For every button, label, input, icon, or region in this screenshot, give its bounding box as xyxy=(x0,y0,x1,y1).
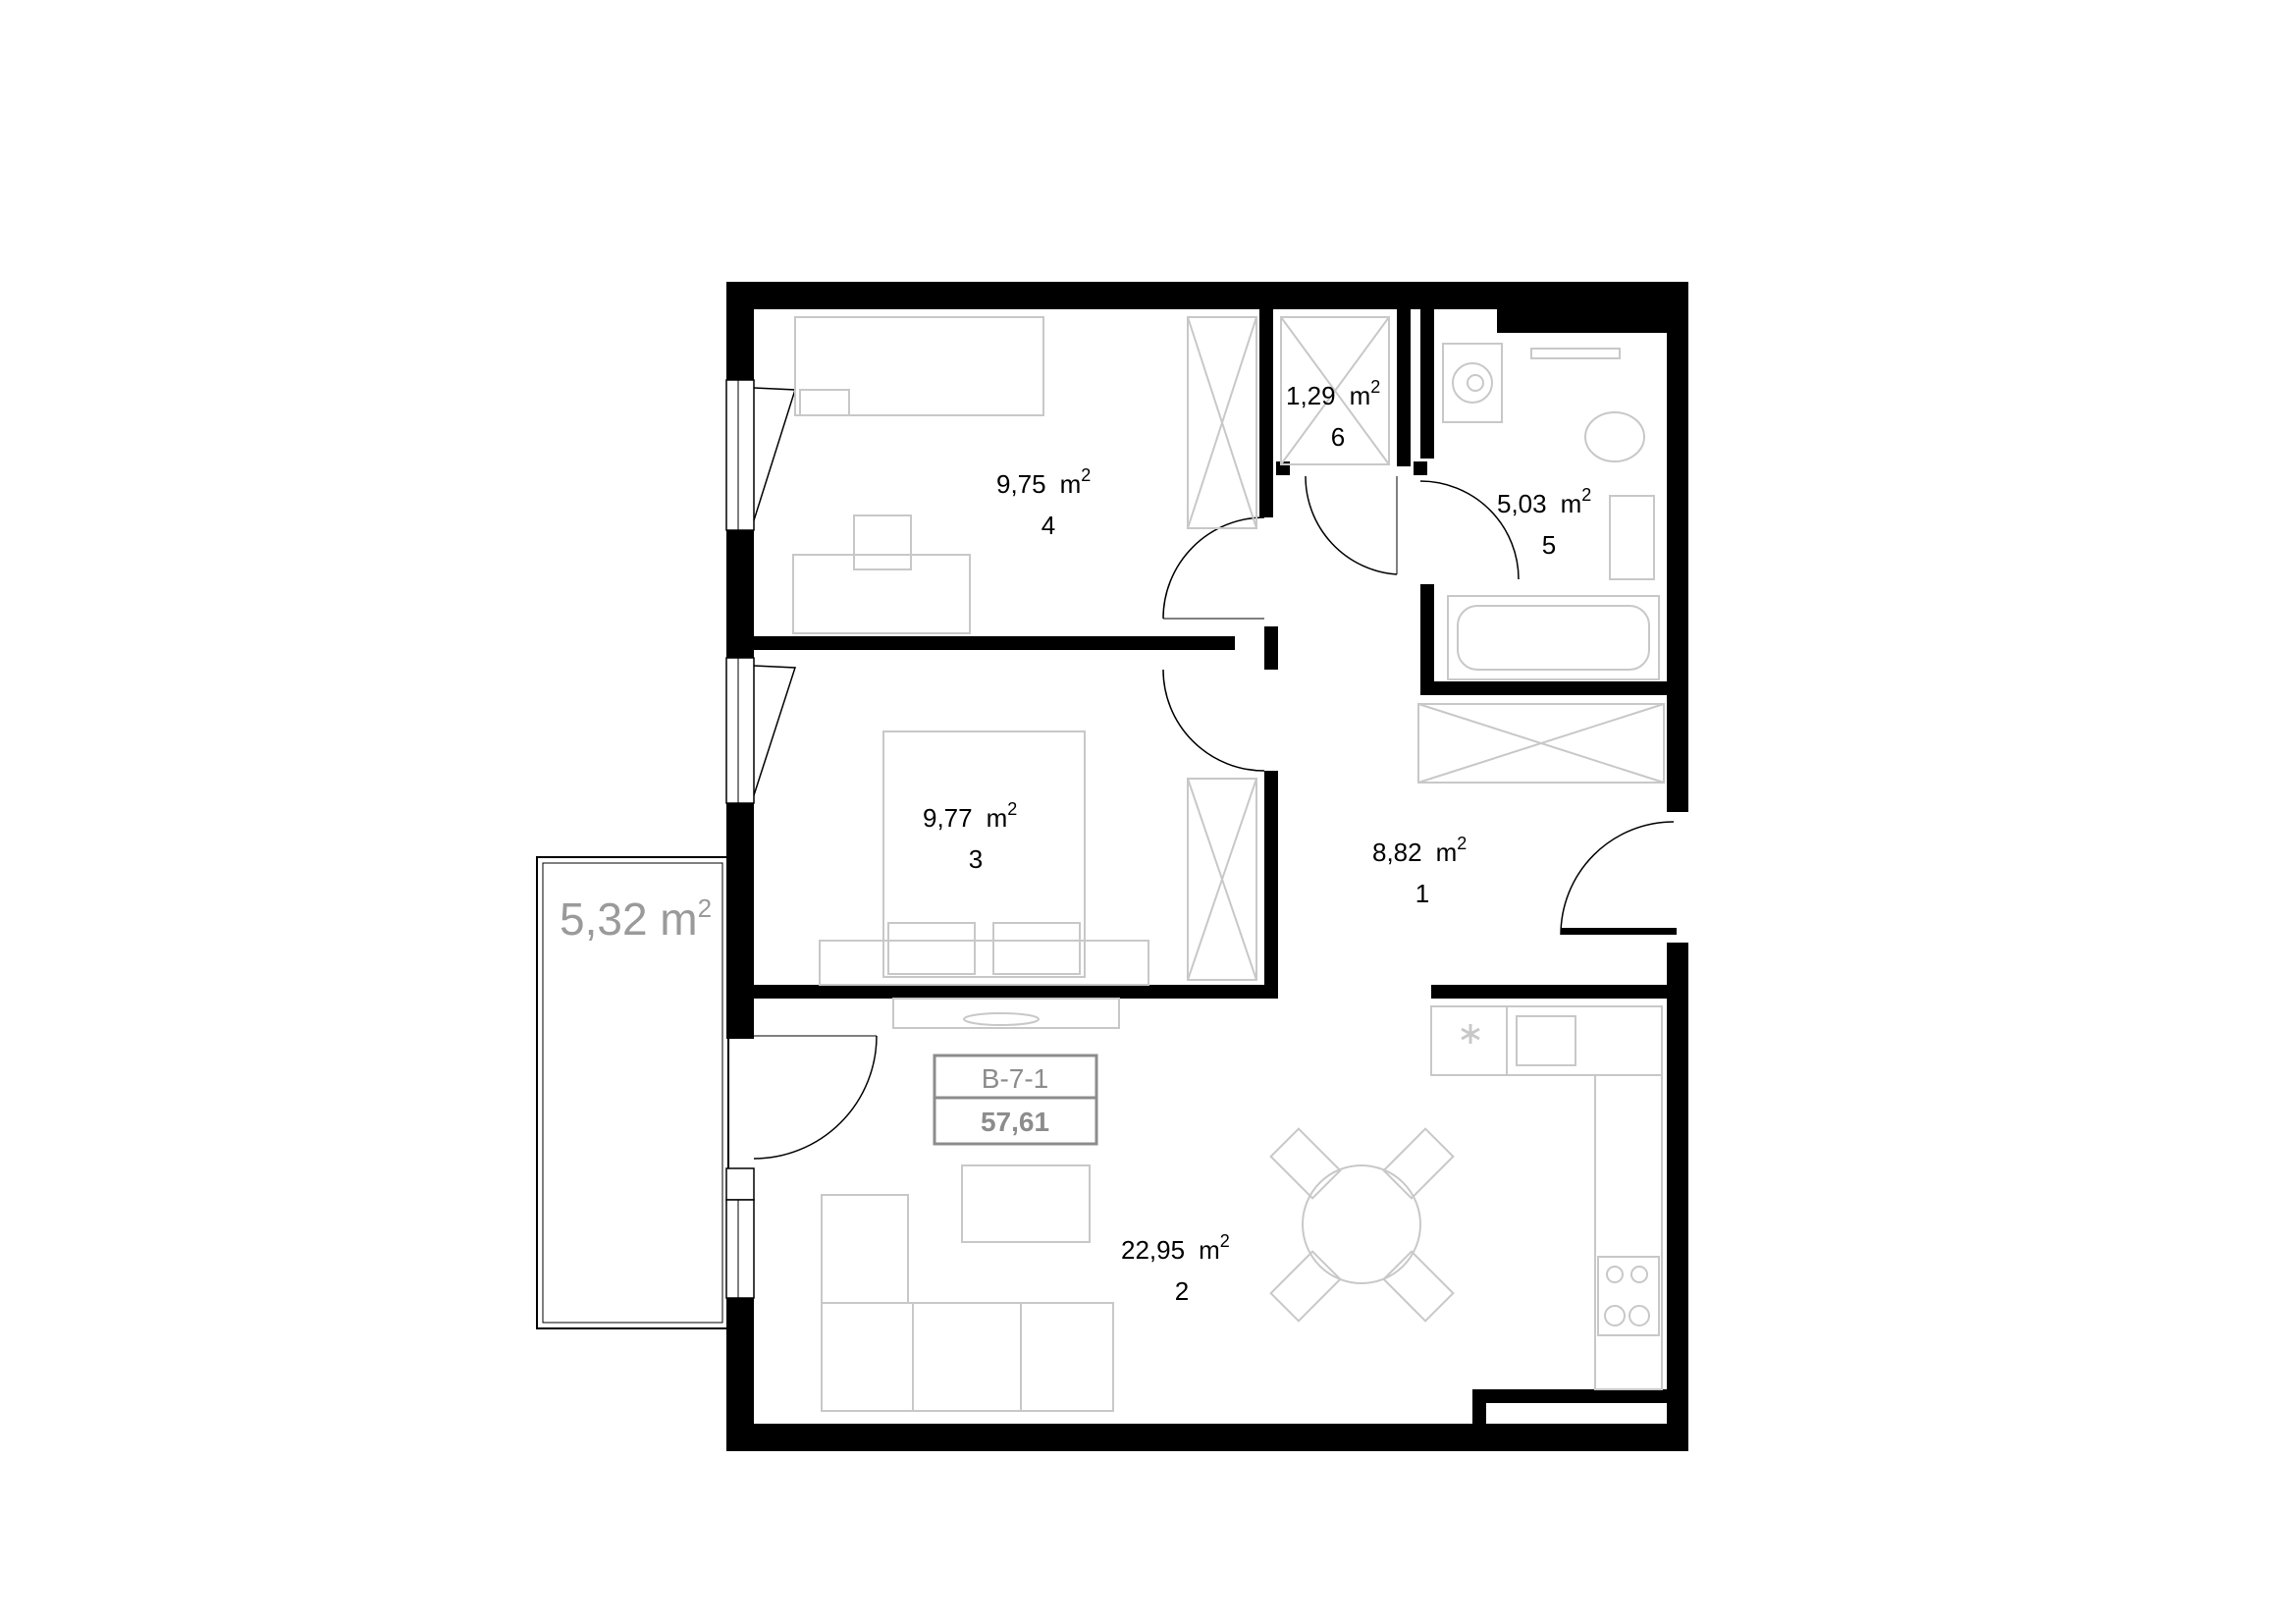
svg-text:5,32 m2: 5,32 m2 xyxy=(560,893,712,945)
windows xyxy=(725,379,797,1299)
room-label-5: 5,03 m2 5 xyxy=(1497,485,1591,560)
balcony-area: 5,32 m xyxy=(560,893,698,945)
room-label-6: 1,29 m2 6 xyxy=(1286,377,1380,452)
room-label-1: 8,82 m2 1 xyxy=(1372,834,1467,908)
room-6-number: 6 xyxy=(1331,422,1345,452)
room-label-2: 22,95 m2 2 xyxy=(1121,1231,1230,1306)
unit-label: B-7-1 57,61 xyxy=(933,1054,1098,1146)
room-5-area: 5,03 xyxy=(1497,489,1547,518)
room-2-unit: m xyxy=(1199,1235,1220,1265)
furniture xyxy=(792,316,1665,1412)
room-4-area: 9,75 xyxy=(996,469,1046,499)
unit-code: B-7-1 xyxy=(982,1063,1048,1094)
room-5-unit: m xyxy=(1561,489,1582,518)
room-3-unit: m xyxy=(987,803,1008,833)
room-5-sup: 2 xyxy=(1581,485,1591,505)
room-6-unit: m xyxy=(1350,381,1371,410)
doors xyxy=(753,475,1677,1160)
walls xyxy=(726,282,1688,1451)
balcony-label: 5,32 m2 xyxy=(560,893,712,945)
room-2-number: 2 xyxy=(1175,1276,1189,1306)
room-1-area: 8,82 xyxy=(1372,838,1422,867)
unit-total-area: 57,61 xyxy=(981,1107,1049,1137)
room-3-sup: 2 xyxy=(1007,799,1017,819)
room-label-4: 9,75 m2 4 xyxy=(996,465,1091,540)
room-6-sup: 2 xyxy=(1370,377,1380,397)
room-4-unit: m xyxy=(1060,469,1082,499)
room-6-area: 1,29 xyxy=(1286,381,1336,410)
room-5-number: 5 xyxy=(1542,530,1556,560)
room-3-number: 3 xyxy=(969,844,983,874)
room-2-area: 22,95 xyxy=(1121,1235,1185,1265)
room-1-sup: 2 xyxy=(1457,834,1467,853)
room-4-number: 4 xyxy=(1041,511,1055,540)
room-2-sup: 2 xyxy=(1220,1231,1230,1251)
balcony xyxy=(536,856,729,1329)
room-label-3: 9,77 m2 3 xyxy=(923,799,1017,874)
room-1-unit: m xyxy=(1436,838,1458,867)
room-3-area: 9,77 xyxy=(923,803,973,833)
room-1-number: 1 xyxy=(1415,879,1429,908)
balcony-area-sup: 2 xyxy=(698,893,712,923)
room-4-sup: 2 xyxy=(1081,465,1091,485)
